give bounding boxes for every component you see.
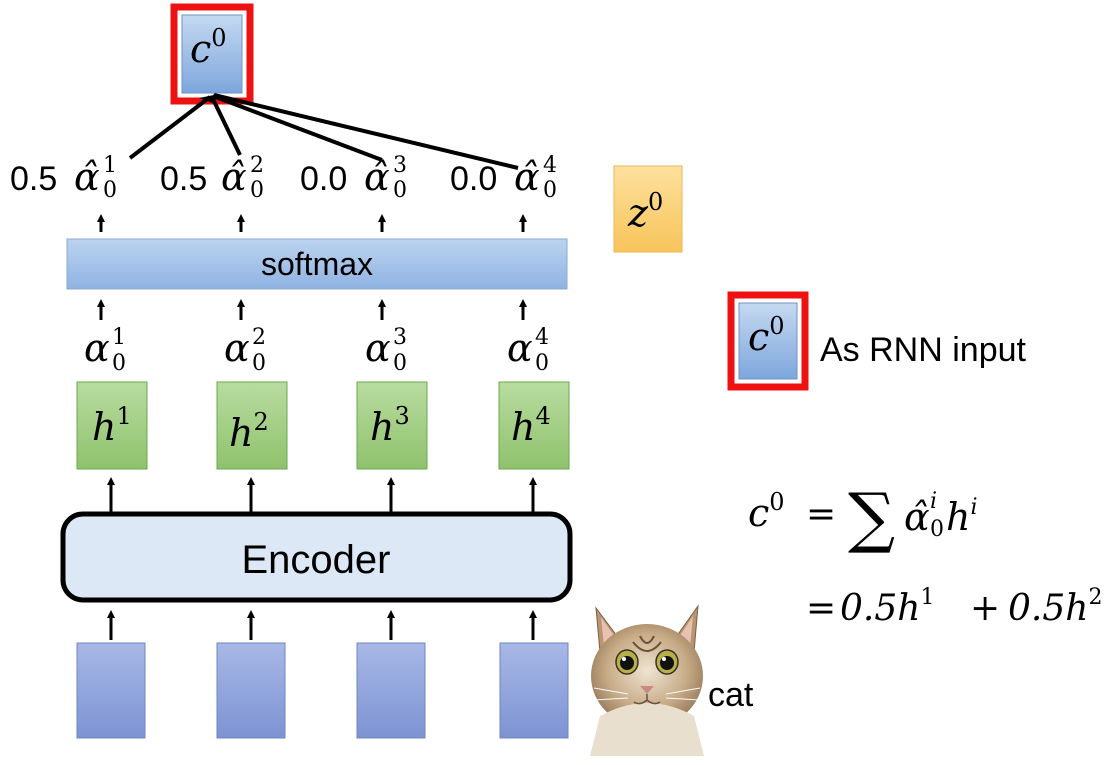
rnn-input-label: c0	[748, 312, 785, 359]
raw-weight-sub-4: 0	[535, 351, 549, 376]
context-label: c0	[190, 24, 227, 71]
cat-pupil	[660, 656, 674, 670]
hat-weight-sub-4: 0	[543, 178, 557, 203]
line-2	[210, 96, 242, 156]
red-highlight-frame	[727, 291, 809, 391]
decoder-state-label: z0	[627, 188, 663, 235]
line-1	[128, 95, 212, 160]
context-equation: c0 = ∑ α̂ i 0 hi = 0.5h1 + 0.5h2	[748, 479, 1102, 629]
hidden-state-box-3	[356, 381, 428, 470]
raw-weight-sub-1: 0	[112, 351, 126, 376]
rnn-input-box	[738, 302, 798, 380]
cat-pupil	[620, 656, 634, 670]
hat-weight-symbol-4: α̂	[514, 155, 540, 199]
hat-weight-sub-1: 0	[103, 178, 117, 203]
encoder-label: Encoder	[242, 538, 391, 582]
encoder-input-arrows	[107, 610, 537, 640]
hat-weight-sub-3: 0	[393, 178, 407, 203]
hidden-state-box-1	[76, 381, 148, 470]
softmax-layer: softmax	[66, 238, 568, 290]
raw-weights-row: α 1 0 α 2 0 α 3 0 α 4 0	[84, 325, 549, 376]
hidden-state-box-4	[498, 381, 570, 470]
hidden-state-label-2: h2	[229, 408, 269, 455]
hidden-state-label-3: h3	[370, 402, 410, 449]
hat-weight-sup-2: 2	[250, 153, 264, 178]
input-patch-4	[499, 642, 569, 739]
input-patch-2	[216, 642, 286, 739]
softmax-bar	[66, 238, 568, 290]
cat-head	[591, 624, 703, 728]
hat-weight-value-4: 0.0	[450, 160, 497, 198]
equation-alpha-sub: 0	[930, 517, 944, 542]
raw-weight-sup-4: 4	[535, 325, 549, 350]
equation-plus: +	[970, 588, 1000, 629]
top-context-vector: c0	[170, 3, 254, 105]
raw-weight-sub-2: 0	[252, 351, 266, 376]
hidden-state-label-1: h1	[92, 402, 132, 449]
hat-weight-symbol-3: α̂	[364, 155, 390, 199]
context-box	[181, 14, 243, 94]
hat-weight-value-1: 0.5	[10, 160, 57, 198]
raw-weight-symbol-1: α	[84, 326, 110, 370]
raw-weight-sup-2: 2	[252, 325, 266, 350]
encoder-box	[60, 511, 573, 603]
hidden-state-box-2	[216, 381, 288, 470]
cat-whiskers	[593, 687, 701, 701]
hat-weights-row: 0.5 α̂ 1 0 0.5 α̂ 2 0 0.0 α̂ 3 0 0.0 α̂ …	[10, 153, 557, 203]
hat-weight-value-3: 0.0	[300, 160, 347, 198]
cat-eye-glint	[662, 657, 666, 661]
cat-mouth	[633, 694, 661, 705]
equation-term-2: 0.5h2	[1008, 585, 1102, 629]
hat-weight-sup-4: 4	[543, 153, 557, 178]
raw-weight-sup-1: 1	[112, 325, 126, 350]
softmax-label: softmax	[261, 246, 373, 282]
rnn-input-context: c0 As RNN input	[727, 291, 1027, 391]
equation-alpha-sup: i	[930, 489, 937, 514]
cat-eye-glint	[622, 657, 626, 661]
hidden-state-label-4: h4	[511, 402, 551, 449]
hat-weight-symbol-1: α̂	[74, 155, 100, 199]
cat-stripe	[632, 641, 662, 652]
hat-weight-symbol-2: α̂	[221, 155, 247, 199]
input-patch-3	[356, 642, 426, 739]
softmax-output-arrows	[97, 214, 527, 232]
cat-stripe	[639, 635, 655, 644]
hat-weight-sub-2: 0	[250, 178, 264, 203]
decoder-state-box	[613, 165, 683, 253]
equation-term-1: 0.5h1	[840, 585, 934, 629]
equation-alpha-hat: α̂	[904, 495, 930, 539]
decoder-state-z0: z0	[613, 165, 683, 253]
rnn-input-caption: As RNN input	[820, 331, 1027, 369]
input-patches-row	[76, 642, 569, 739]
equation-h: hi	[946, 495, 978, 539]
equation-lhs: c0	[748, 488, 785, 535]
cat-chest	[590, 703, 704, 756]
input-patch-1	[76, 642, 146, 739]
line-4	[213, 93, 519, 170]
hat-weight-value-2: 0.5	[160, 160, 207, 198]
equation-equals-2: =	[806, 588, 836, 629]
hidden-states-row: h1 h2 h3 h4	[76, 381, 570, 470]
hat-weight-sup-1: 1	[103, 153, 117, 178]
cat-picture	[585, 598, 707, 756]
encoder-block: Encoder	[60, 511, 573, 603]
raw-weight-sub-3: 0	[393, 351, 407, 376]
equation-equals-1: =	[806, 494, 836, 535]
softmax-input-arrows	[97, 299, 527, 320]
raw-weight-symbol-4: α	[507, 326, 533, 370]
summation-symbol: ∑	[848, 479, 895, 556]
weighted-sum-lines	[128, 93, 519, 170]
cat-nose	[640, 686, 654, 694]
hat-weight-sup-3: 3	[393, 153, 407, 178]
image-caption: cat	[708, 676, 754, 714]
line-3	[212, 94, 383, 162]
raw-weight-sup-3: 3	[393, 325, 407, 350]
encoder-output-arrows	[107, 477, 537, 512]
raw-weight-symbol-3: α	[365, 326, 391, 370]
raw-weight-symbol-2: α	[224, 326, 250, 370]
